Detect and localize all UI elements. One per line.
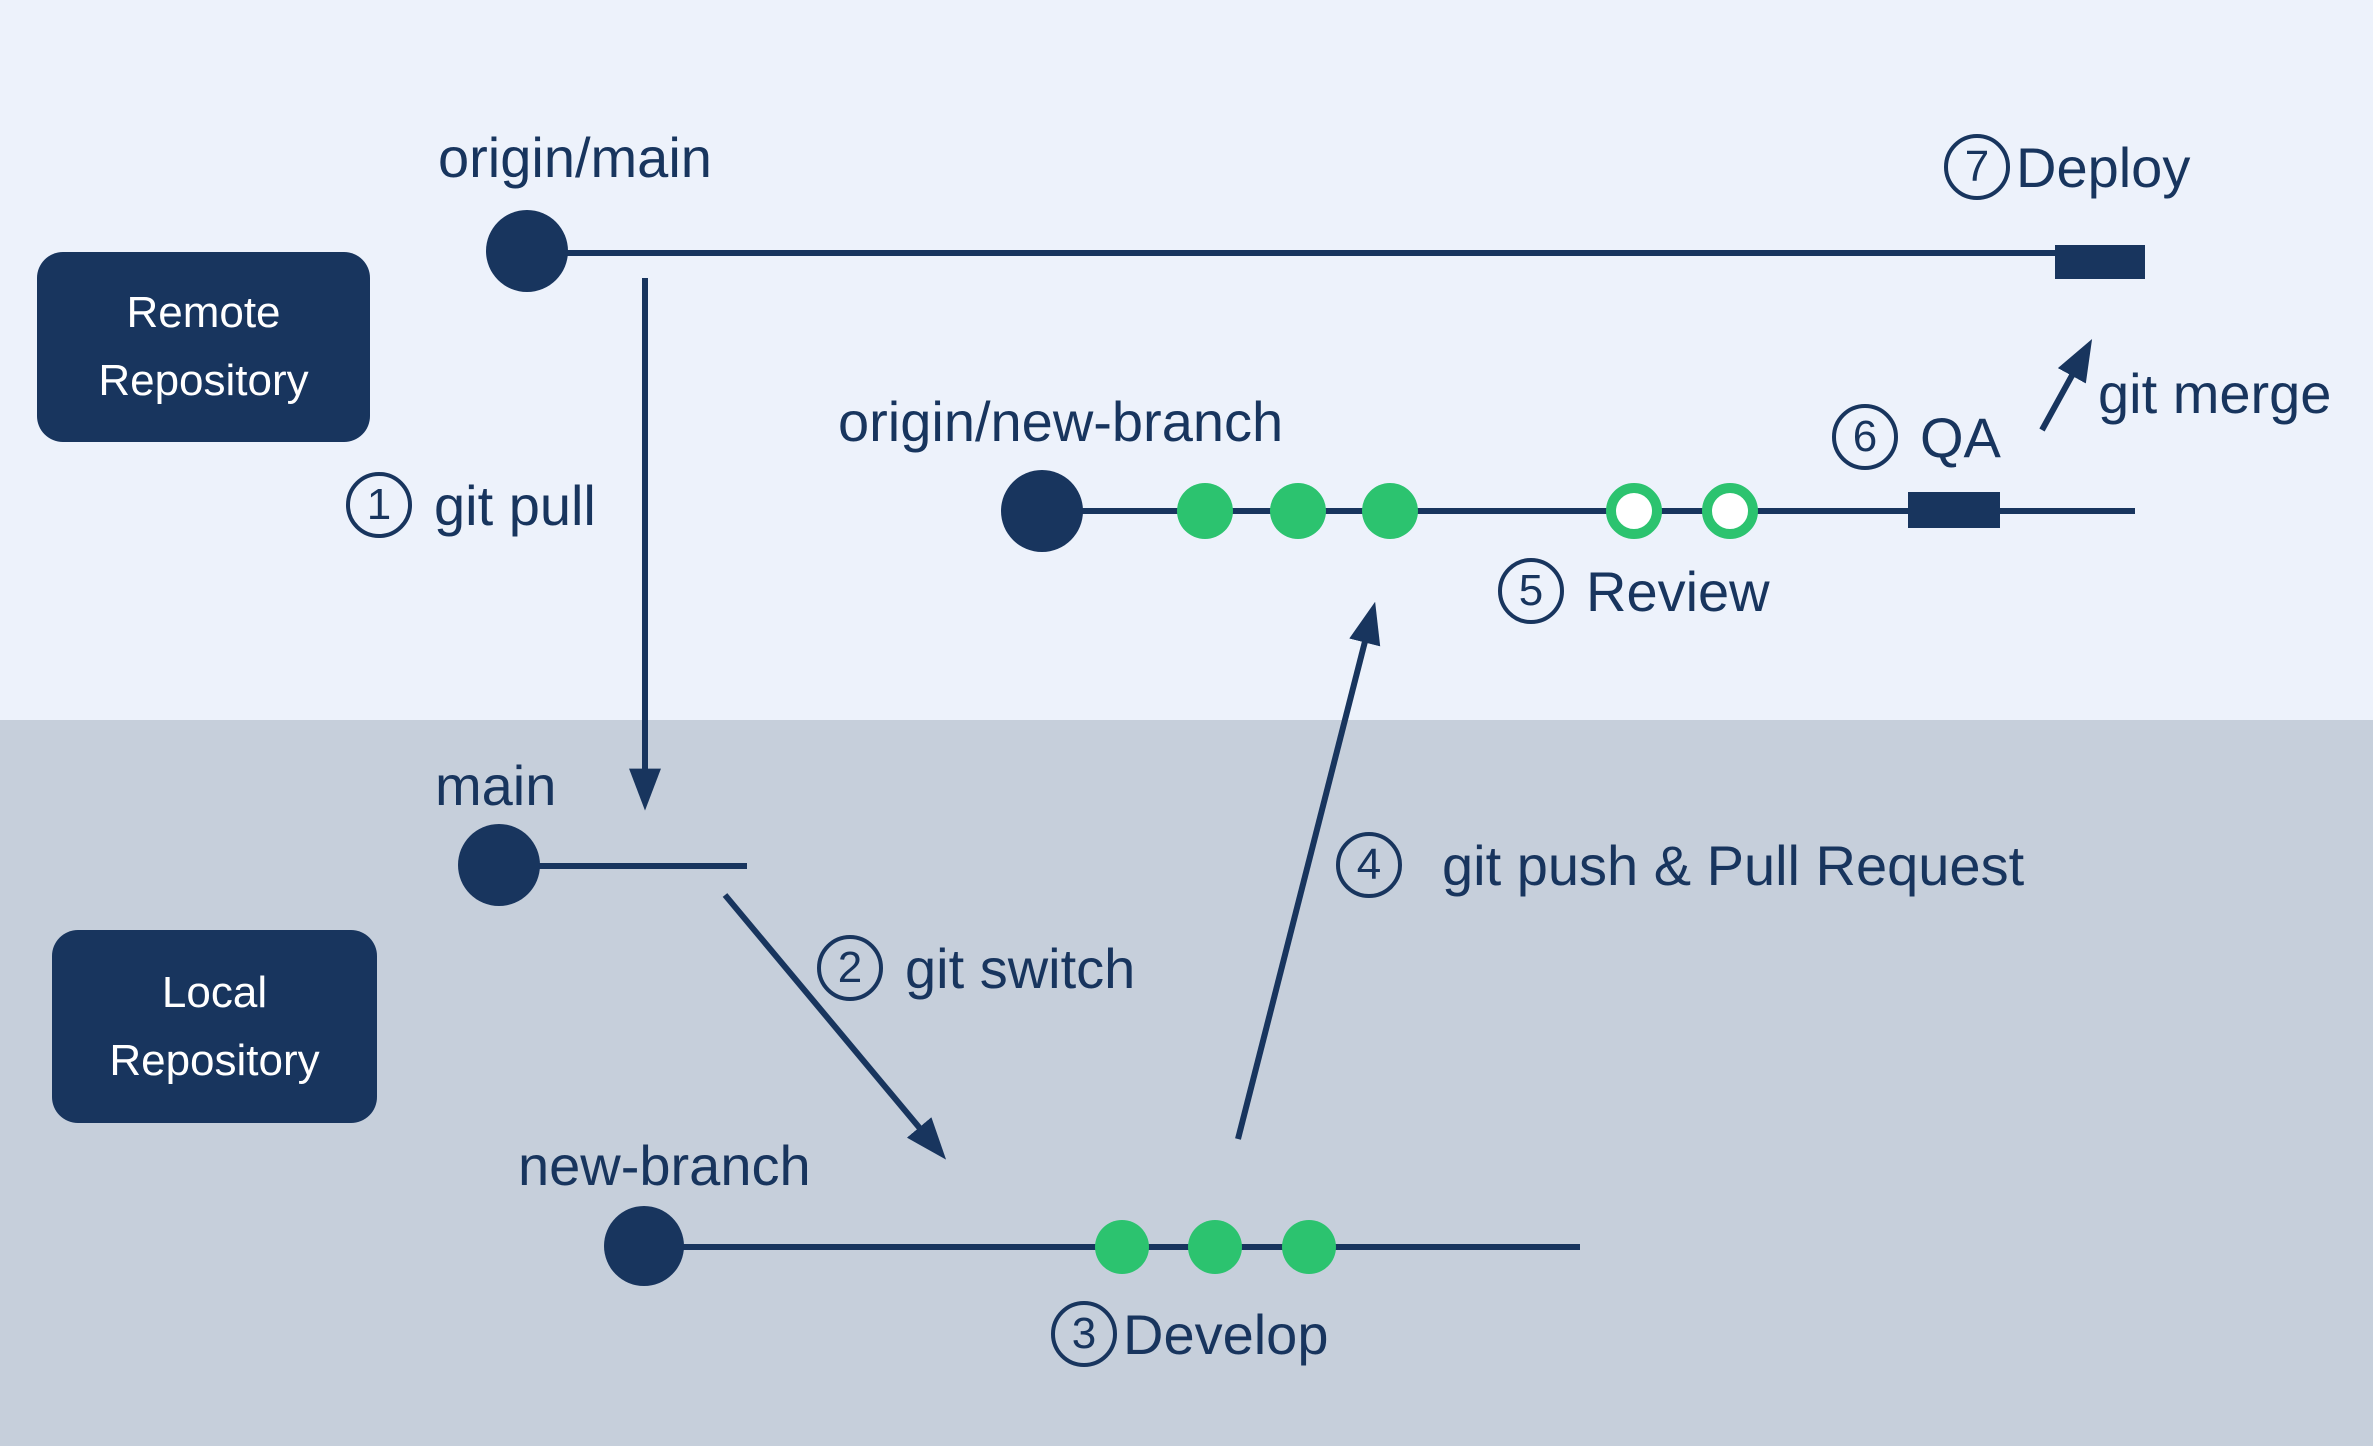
pushed-commit-dot-3 [1362,483,1418,539]
local-repository-label-line2: Repository [109,1035,320,1085]
step-3-develop: 3 Develop [1051,1301,1328,1367]
develop-commit-dot-3 [1282,1220,1336,1274]
pushed-commit-dot-1 [1177,483,1233,539]
local-main-start-commit-dot [458,824,540,906]
remote-repository-label-line1: Remote [126,288,281,337]
step-3-number-circle: 3 [1051,1301,1117,1367]
step-4-git-push-pull-request: 4 git push & Pull Request [1336,832,2024,898]
git-merge-label: git merge [2098,362,2332,425]
step-5-label: Review [1586,559,1770,623]
step-7-number-circle: 7 [1944,134,2010,200]
review-commit-dot-1 [1606,483,1662,539]
remote-repository-box: Remote Repository [37,252,370,442]
origin-new-branch-start-commit-dot [1001,470,1083,552]
git-push-arrow [1235,601,1381,1140]
step-2-label: git switch [905,936,1136,1000]
origin-main-branch-label: origin/main [438,126,712,189]
step-1-git-pull: 1 git pull [346,472,596,538]
develop-commit-dot-1 [1095,1220,1149,1274]
git-switch-arrow [722,893,947,1160]
step-6-label: QA [1920,405,2001,469]
local-repository-label-line1: Local [161,967,268,1017]
step-1-label: git pull [434,473,596,537]
local-new-branch-start-commit-dot [604,1206,684,1286]
step-3-label: Develop [1123,1302,1329,1366]
step-2-git-switch: 2 git switch [817,935,1135,1001]
deploy-commit-rect [2055,245,2145,279]
review-commit-dot-2 [1702,483,1758,539]
origin-new-branch-label: origin/new-branch [838,390,1284,453]
step-6-qa: 6 QA [1832,404,2001,470]
local-main-branch-label: main [435,754,557,817]
git-merge-arrow [2039,338,2093,432]
step-5-number-circle: 5 [1498,558,1564,624]
step-1-number-circle: 1 [346,472,412,538]
step-6-number-circle: 6 [1832,404,1898,470]
qa-commit-rect [1908,492,2000,528]
remote-section-background [0,0,2373,720]
step-7-deploy: 7 Deploy [1944,134,2190,200]
step-4-label: git push & Pull Request [1442,833,2025,897]
local-new-branch-label: new-branch [518,1134,811,1197]
remote-repository-label-line2: Repository [98,356,309,405]
step-2-number-circle: 2 [817,935,883,1001]
step-7-label: Deploy [2016,135,2191,199]
pushed-commit-dot-2 [1270,483,1326,539]
step-4-number-circle: 4 [1336,832,1402,898]
local-section-background [0,720,2373,1446]
develop-commit-dot-2 [1188,1220,1242,1274]
step-5-review: 5 Review [1498,558,1770,624]
local-repository-box: Local Repository [52,930,377,1123]
origin-main-start-commit-dot [486,210,568,292]
